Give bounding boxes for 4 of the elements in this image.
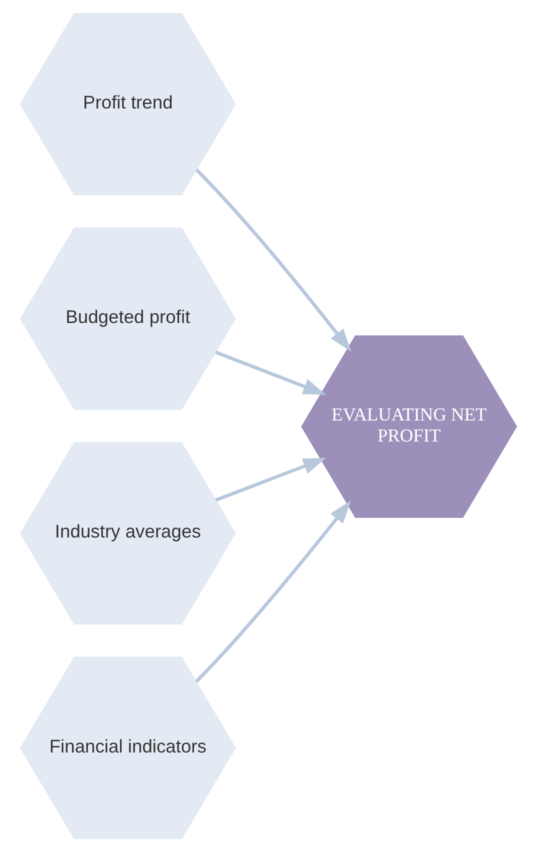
arrow	[194, 500, 350, 683]
arrow	[214, 350, 326, 395]
arrow	[214, 458, 326, 502]
arrow	[194, 168, 351, 352]
